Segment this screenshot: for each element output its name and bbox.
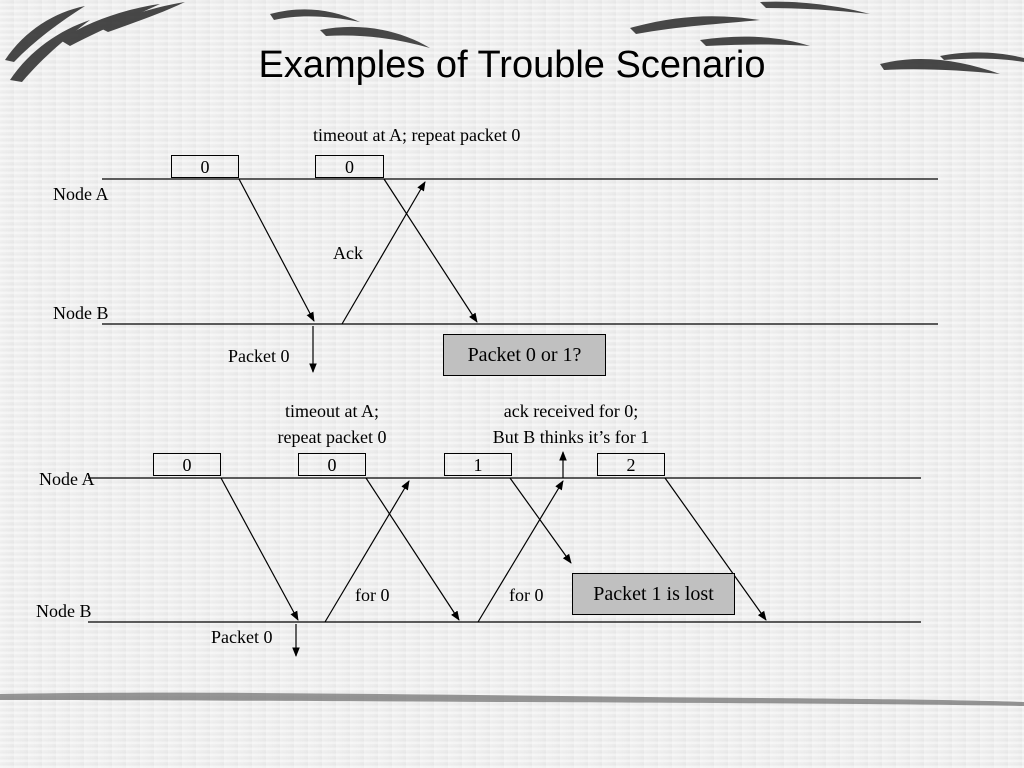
bottom-packet-box-0: 0 xyxy=(153,453,221,476)
footer-brush-stroke xyxy=(0,692,1024,706)
top-packet0-arrow xyxy=(238,178,315,322)
bottom-timeout-label-line1: timeout at A; xyxy=(285,401,379,421)
top-packet-box-0: 0 xyxy=(171,155,239,178)
top-ack-arrow xyxy=(341,181,426,325)
bottom-packet-box-0-repeat: 0 xyxy=(298,453,366,476)
bottom-packet0-arrow xyxy=(220,477,299,621)
bottom-timeout-label-line2: repeat packet 0 xyxy=(277,427,387,447)
bottom-packet0-label: Packet 0 xyxy=(211,627,273,647)
page-title: Examples of Trouble Scenario xyxy=(258,44,766,86)
top-timeout-label: timeout at A; repeat packet 0 xyxy=(313,125,521,145)
bottom-packet1-lost-arrow xyxy=(509,477,572,564)
bottom-ack-note-line1: ack received for 0; xyxy=(503,401,639,421)
bottom-ack-note-line2: But B thinks it’s for 1 xyxy=(492,427,650,447)
bottom-repeat-packet-arrow xyxy=(365,477,460,621)
bottom-ack-arrow-2 xyxy=(477,480,564,623)
bottom-node-b-label: Node B xyxy=(36,601,92,621)
bottom-ack-arrow-1 xyxy=(324,480,410,623)
bottom-packet-box-2: 2 xyxy=(597,453,665,476)
top-ack-label: Ack xyxy=(333,243,363,263)
top-callout-packet-0-or-1: Packet 0 or 1? xyxy=(443,334,606,376)
bottom-packet-box-1: 1 xyxy=(444,453,512,476)
top-packet0-label: Packet 0 xyxy=(228,346,290,366)
top-repeat-packet-arrow xyxy=(383,178,478,323)
bottom-for0-label-1: for 0 xyxy=(355,585,390,605)
bottom-callout-packet-1-lost: Packet 1 is lost xyxy=(572,573,735,615)
top-node-a-label: Node A xyxy=(53,184,109,204)
bottom-node-a-label: Node A xyxy=(39,469,95,489)
top-packet-box-0-repeat: 0 xyxy=(315,155,384,178)
top-node-b-label: Node B xyxy=(53,303,109,323)
bottom-for0-label-2: for 0 xyxy=(509,585,544,605)
bottom-packet2-arrow xyxy=(664,477,767,621)
